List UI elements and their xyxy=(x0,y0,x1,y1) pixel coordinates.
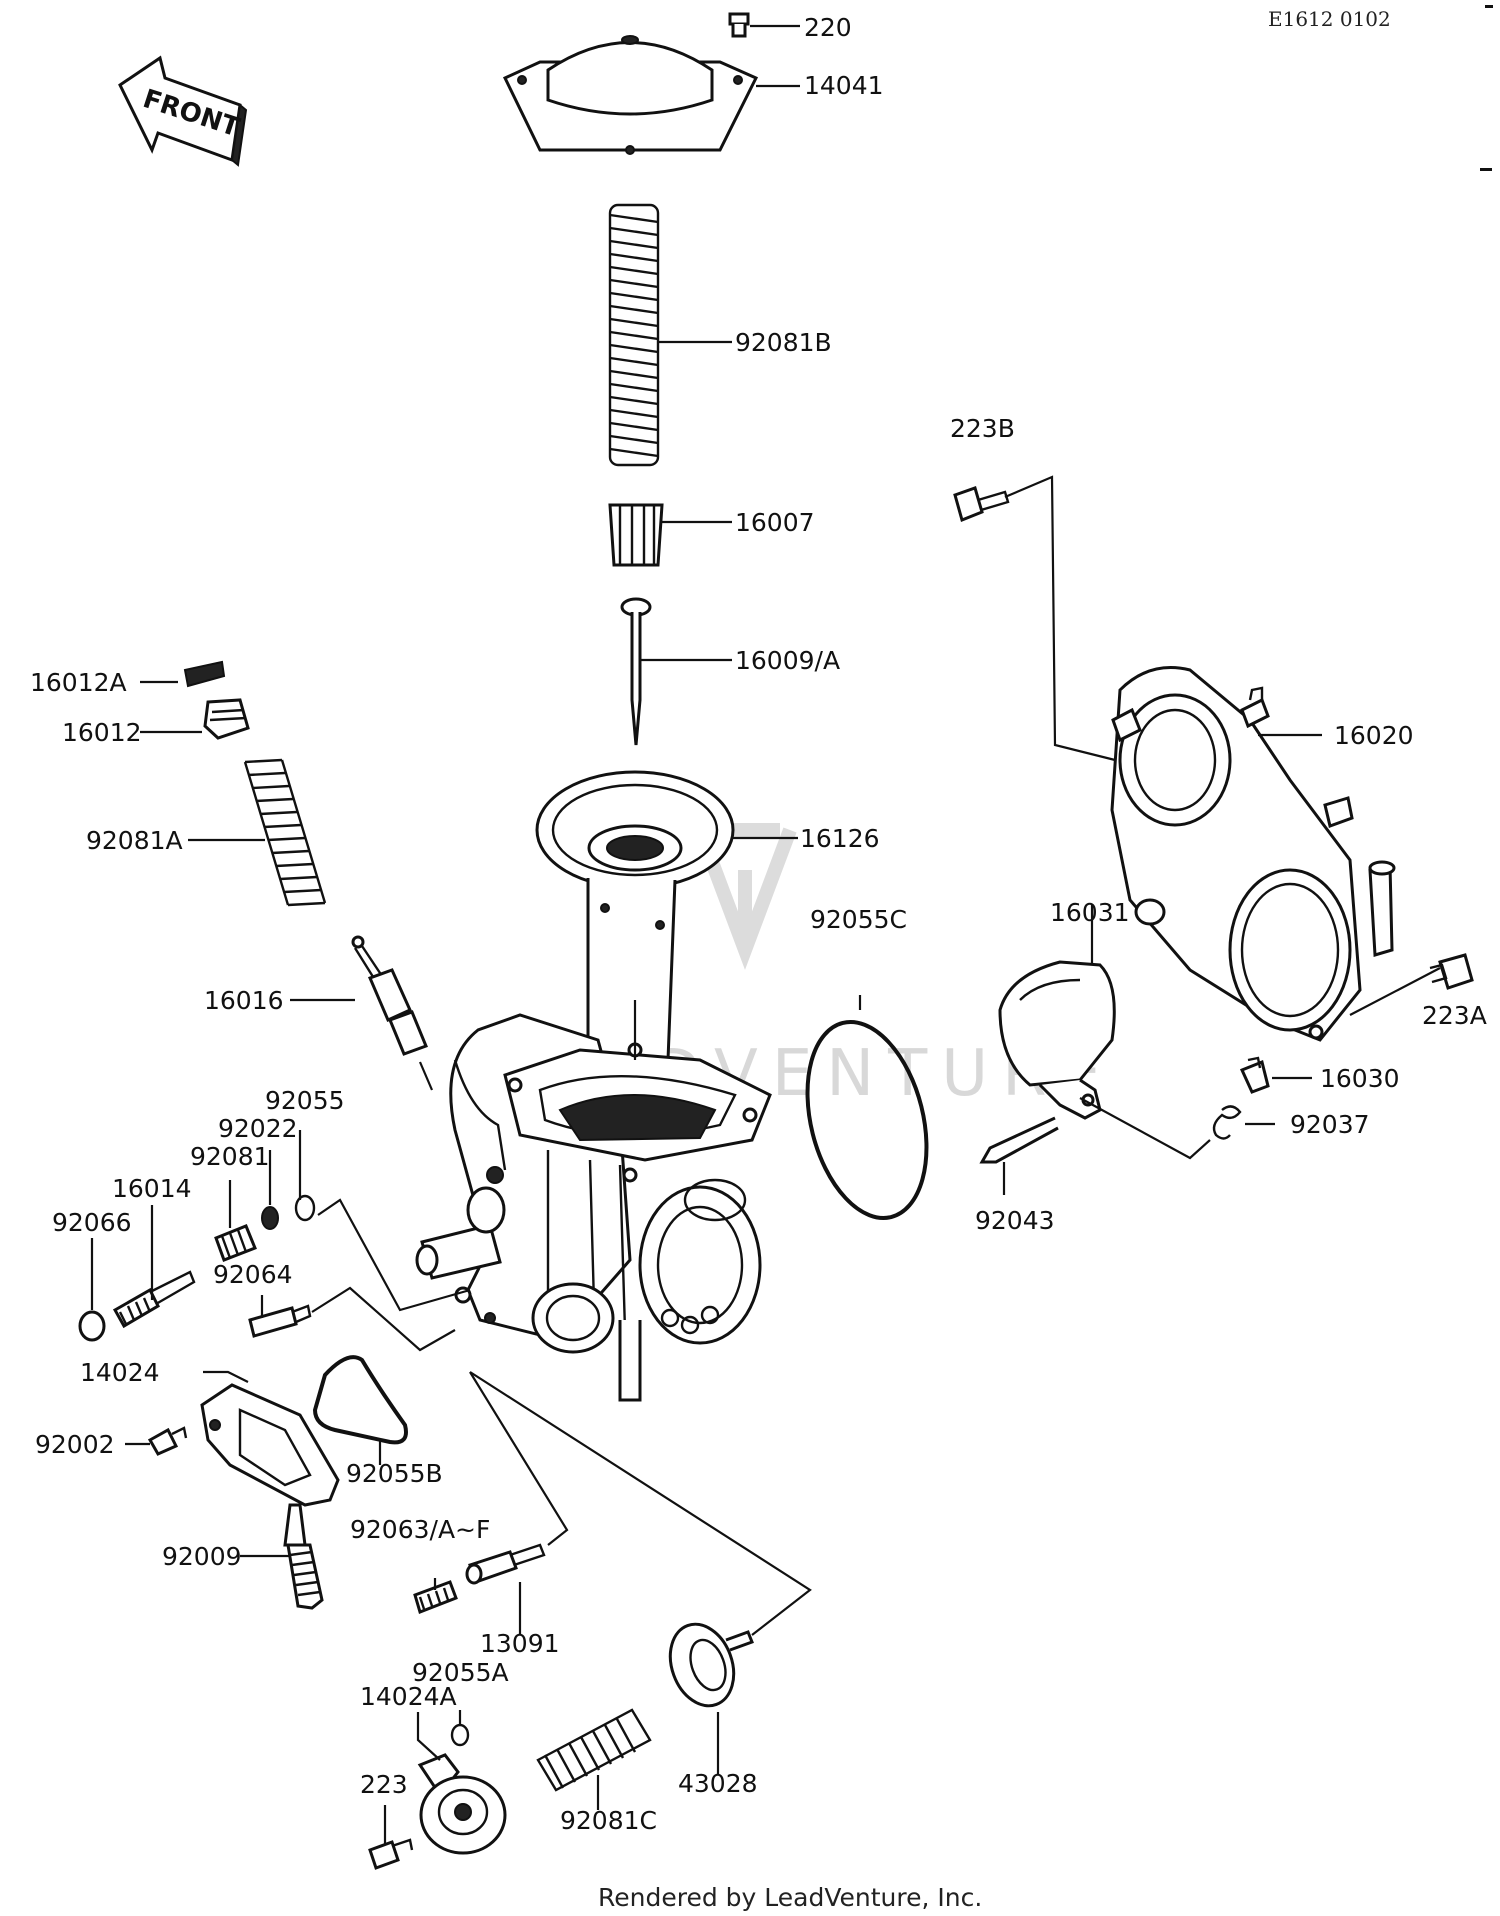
callout-223: 223 xyxy=(360,1770,408,1799)
jet-92064-icon xyxy=(248,1304,312,1338)
cover-14024A-icon xyxy=(417,1753,507,1855)
o-ring-92055-icon xyxy=(294,1194,316,1222)
callout-92055B: 92055B xyxy=(346,1459,443,1488)
callout-14024A: 14024A xyxy=(360,1682,457,1711)
callout-16014: 16014 xyxy=(112,1174,192,1203)
callout-14041: 14041 xyxy=(804,71,884,100)
o-ring-92055A-icon xyxy=(450,1723,470,1747)
callout-92022: 92022 xyxy=(218,1114,298,1143)
float-pin-92043-icon xyxy=(979,1116,1059,1164)
float-valve-16030-icon xyxy=(1239,1056,1270,1094)
starter-plunger-16016-icon xyxy=(351,935,428,1056)
plug-92066-icon xyxy=(78,1310,106,1342)
bolt-223B-icon xyxy=(953,486,1010,523)
clip-92037-icon xyxy=(1212,1105,1242,1140)
callout-92002: 92002 xyxy=(35,1430,115,1459)
cap-16012A-icon xyxy=(183,660,226,688)
cap-16012-icon xyxy=(203,698,250,740)
callout-223B: 223B xyxy=(950,414,1015,443)
callout-92064: 92064 xyxy=(213,1260,293,1289)
callout-43028: 43028 xyxy=(678,1769,758,1798)
callout-16126: 16126 xyxy=(800,824,880,853)
callout-16007: 16007 xyxy=(735,508,815,537)
main-jet-92063-icon xyxy=(413,1580,458,1614)
spring-92081B-icon xyxy=(608,203,660,467)
jet-needle-16009-icon xyxy=(620,597,652,746)
callout-92063AF: 92063/A~F xyxy=(350,1515,490,1544)
o-ring-92055C-icon xyxy=(805,1020,929,1220)
spring-92081C-icon xyxy=(536,1708,652,1792)
edge-mark xyxy=(1480,168,1492,171)
spring-92081-icon xyxy=(214,1224,257,1262)
callout-92055A: 92055A xyxy=(412,1658,509,1687)
needle-holder-16007-icon xyxy=(608,503,664,567)
gasket-92055B-icon xyxy=(312,1355,408,1445)
washer-92022-icon xyxy=(261,1206,279,1230)
callout-92081: 92081 xyxy=(190,1142,270,1171)
needle-jet-92009-icon xyxy=(283,1503,324,1610)
callout-16030: 16030 xyxy=(1320,1064,1400,1093)
carburetor-body-icon xyxy=(415,1013,772,1402)
callout-labels: 220 14041 92081B 16007 16009/A 16012A 16… xyxy=(30,13,1487,1835)
callout-14024: 14024 xyxy=(80,1358,160,1387)
callout-92081C: 92081C xyxy=(560,1806,657,1835)
pilot-screw-16014-icon xyxy=(112,1270,196,1329)
screw-223-icon xyxy=(368,1838,414,1870)
callout-16031: 16031 xyxy=(1050,898,1130,927)
callout-220: 220 xyxy=(804,13,852,42)
front-arrow-icon: FRONT xyxy=(118,55,248,167)
float-bowl-cover-14024-icon xyxy=(200,1383,340,1507)
bolt-223A-icon xyxy=(1429,953,1474,990)
callout-92066: 92066 xyxy=(52,1208,132,1237)
callout-92037: 92037 xyxy=(1290,1110,1370,1139)
callout-13091: 13091 xyxy=(480,1629,560,1658)
top-cover-14041-icon xyxy=(502,35,759,155)
callout-92055C: 92055C xyxy=(810,905,907,934)
callout-92043: 92043 xyxy=(975,1206,1055,1235)
callout-16020: 16020 xyxy=(1334,721,1414,750)
footer-credit: Rendered by LeadVenture, Inc. xyxy=(598,1883,982,1912)
spring-92081A-icon xyxy=(243,758,327,907)
callout-92081B: 92081B xyxy=(735,328,832,357)
jet-holder-13091-icon xyxy=(465,1543,546,1585)
callout-16009A: 16009/A xyxy=(735,646,840,675)
leader-lines xyxy=(90,24,1441,1845)
screw-92002-icon xyxy=(147,1426,188,1456)
float-16031-icon xyxy=(998,960,1116,1120)
callout-16012: 16012 xyxy=(62,718,142,747)
screw-220-icon xyxy=(728,12,750,38)
diagram-code: E1612 0102 xyxy=(1268,7,1391,31)
callout-92055: 92055 xyxy=(265,1086,345,1115)
callout-16016: 16016 xyxy=(204,986,284,1015)
diaphragm-43028-icon xyxy=(668,1622,754,1708)
callout-16012A: 16012A xyxy=(30,668,127,697)
diaphragm-16126-icon xyxy=(535,770,735,1062)
float-chamber-16020-icon xyxy=(1110,666,1396,1042)
callout-223A: 223A xyxy=(1422,1001,1487,1030)
edge-mark xyxy=(1485,5,1493,8)
callout-92081A: 92081A xyxy=(86,826,183,855)
callout-92009: 92009 xyxy=(162,1542,242,1571)
